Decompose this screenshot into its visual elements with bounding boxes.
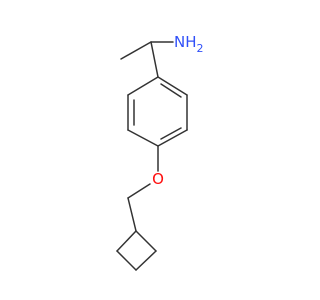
bond-ring-6 xyxy=(127,76,159,96)
bond-ch-ring xyxy=(150,41,159,78)
molecule-structure: NH2 O xyxy=(116,33,204,271)
bond-ch2-cyclobutyl xyxy=(127,197,137,232)
bond-ring-double-1 xyxy=(160,83,182,98)
bond-ring-3 xyxy=(157,129,188,147)
bond-cyclobutyl-3 xyxy=(116,250,137,271)
bond-cyclobutyl-4 xyxy=(116,230,137,252)
bond-cyclobutyl-1 xyxy=(135,230,157,252)
bond-ring-double-2 xyxy=(160,127,182,140)
amine-label: NH2 xyxy=(174,33,204,55)
bond-ring-1 xyxy=(157,76,188,96)
bond-methyl-ch xyxy=(120,41,152,60)
ether-oxygen-label: O xyxy=(152,170,164,188)
bond-cyclobutyl-2 xyxy=(135,250,157,271)
bond-ring-4 xyxy=(127,129,159,147)
structure-canvas: NH2 O xyxy=(116,33,204,271)
bond-oxygen-ch2 xyxy=(127,183,151,199)
